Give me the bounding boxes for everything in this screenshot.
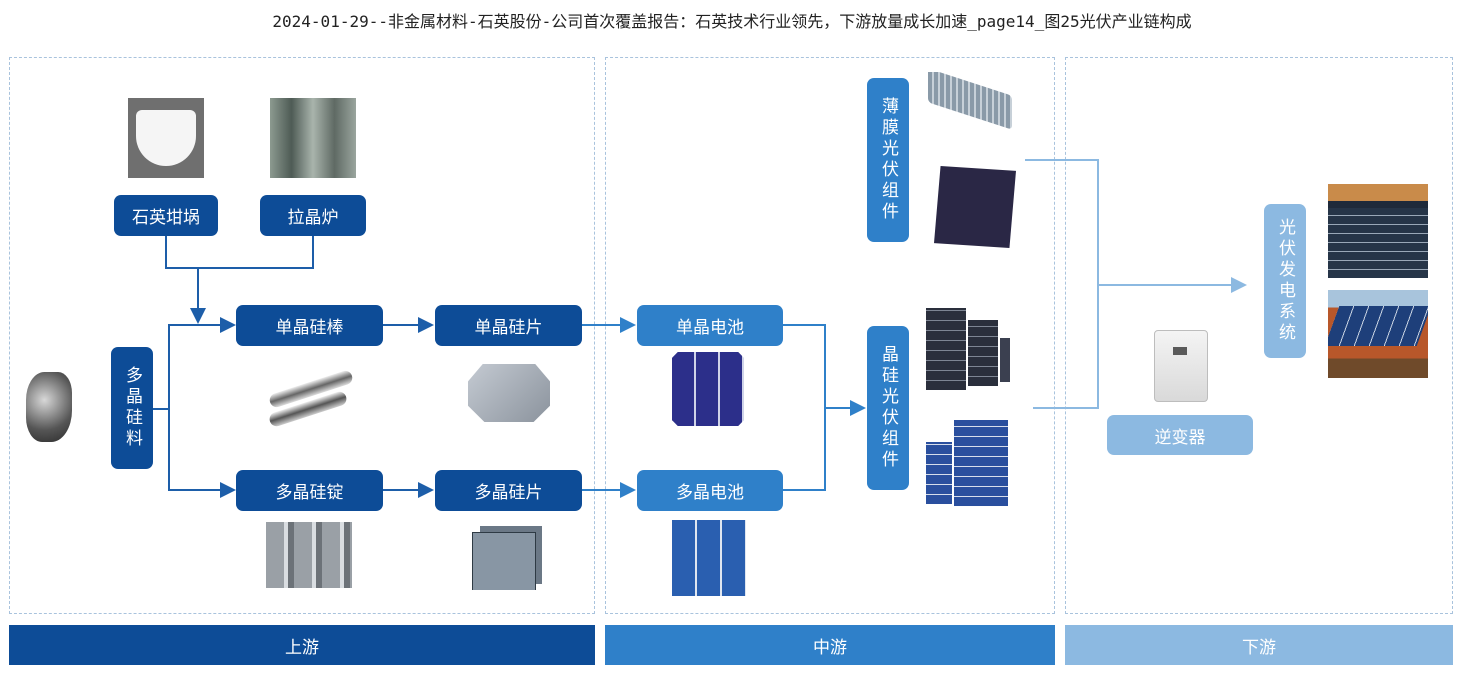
- node-pv-system: 光伏发电系统: [1264, 204, 1306, 358]
- node-mono-wafer: 单晶硅片: [435, 305, 582, 346]
- node-crystal-puller: 拉晶炉: [260, 195, 366, 236]
- node-poly-ingot: 多晶硅锭: [236, 470, 383, 511]
- node-polysilicon: 多晶硅料: [111, 347, 153, 469]
- poly-wafer-image: [466, 522, 550, 590]
- midstream-panel: [605, 57, 1055, 614]
- poly-ingot-image: [266, 522, 352, 588]
- node-mono-cell: 单晶电池: [637, 305, 783, 346]
- thin-film-module-image: [934, 166, 1016, 248]
- thin-film-panel-image: [922, 72, 1020, 138]
- crystalline-module-mono-image: [924, 308, 1010, 392]
- page-title: 2024-01-29--非金属材料-石英股份-公司首次覆盖报告：石英技术行业领先…: [272, 12, 1192, 31]
- downstream-panel: [1065, 57, 1453, 614]
- node-thin-film-module: 薄膜光伏组件: [867, 78, 909, 242]
- node-quartz-crucible: 石英坩埚: [114, 195, 218, 236]
- node-poly-cell: 多晶电池: [637, 470, 783, 511]
- crystal-puller-image: [270, 98, 356, 178]
- mono-wafer-image: [468, 364, 550, 422]
- mono-cell-image: [672, 352, 744, 426]
- quartz-crucible-image: [128, 98, 204, 178]
- rooftop-solar-image: [1328, 290, 1428, 378]
- node-poly-wafer: 多晶硅片: [435, 470, 582, 511]
- stage-upstream: 上游: [9, 625, 595, 665]
- inverter-image: [1154, 330, 1208, 402]
- mono-rod-image: [266, 362, 354, 428]
- node-inverter: 逆变器: [1107, 415, 1253, 455]
- poly-cell-image: [672, 520, 746, 596]
- node-mono-rod: 单晶硅棒: [236, 305, 383, 346]
- crystalline-module-poly-image: [926, 420, 1010, 506]
- polysilicon-image: [26, 372, 72, 442]
- solar-farm-image: [1328, 184, 1428, 278]
- stage-midstream: 中游: [605, 625, 1055, 665]
- node-crystalline-module: 晶硅光伏组件: [867, 326, 909, 490]
- stage-downstream: 下游: [1065, 625, 1453, 665]
- upstream-panel: [9, 57, 595, 614]
